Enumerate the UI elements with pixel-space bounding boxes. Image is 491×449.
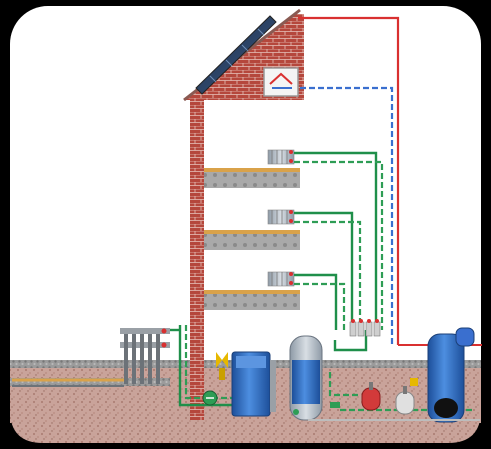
water-heater-icon: [427, 327, 475, 423]
brick-wall: [190, 98, 204, 420]
expansion-vessel-icon: [361, 382, 381, 411]
floor-slab-2: [204, 230, 300, 250]
valve-icon: [410, 378, 418, 386]
pump-icon: [202, 390, 218, 406]
solar-return-pipe: [300, 86, 394, 345]
floor-slab-3: [204, 168, 300, 188]
buffer-tank-icon: [289, 335, 323, 421]
roof-tank-icon: [263, 67, 299, 97]
valve-icon: [216, 352, 228, 380]
building: [183, 8, 304, 420]
manifold-icon: [120, 328, 170, 384]
expansion-vessel-icon: [395, 386, 415, 415]
boiler-icon: [231, 351, 276, 417]
radiator-icon: [267, 271, 295, 287]
radiator-icon: [267, 209, 295, 225]
heating-supply-pipes: [170, 151, 378, 407]
solar-collector-icon: [195, 15, 277, 95]
valve-icon: [349, 319, 381, 337]
floor-slab-1: [204, 290, 300, 310]
solar-hot-pipe: [298, 16, 400, 345]
valve-icon: [330, 402, 340, 408]
radiator-icon: [267, 149, 295, 165]
